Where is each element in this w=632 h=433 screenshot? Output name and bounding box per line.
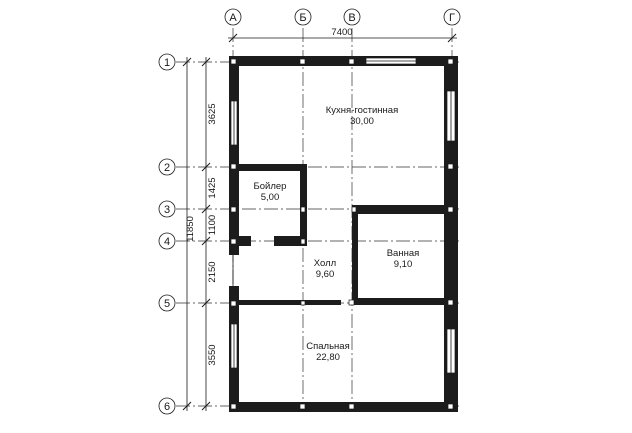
room-labels: Кухня-гостинная 30,00 Бойлер 5,00 Холл 9…: [254, 105, 420, 363]
room-kitchen-living: Кухня-гостинная 30,00: [326, 105, 398, 127]
axis-label-5: 5: [164, 298, 170, 310]
axis-label-4: 4: [164, 236, 170, 248]
axis-marker-1: 1: [158, 53, 176, 71]
room-name: Ванная: [387, 248, 420, 259]
overall-width-dimension: 7400: [331, 27, 352, 38]
axis-marker-g: Г: [443, 8, 461, 26]
window-right-bedroom: [446, 328, 456, 374]
axis-marker-4: 4: [158, 232, 176, 250]
bath-wall-left: [352, 205, 358, 301]
room-area: 30,00: [350, 116, 374, 127]
axis-marker-v: В: [343, 8, 361, 26]
axis-label-3: 3: [164, 204, 170, 216]
boiler-wall-right: [300, 164, 307, 246]
axis-marker-a: А: [224, 8, 242, 26]
window-right-kitchen: [446, 90, 456, 142]
room-area: 22,80: [316, 352, 340, 363]
room-name: Бойлер: [254, 181, 287, 192]
room-boiler: Бойлер 5,00: [254, 181, 287, 203]
axis-marker-3: 3: [158, 200, 176, 218]
outer-wall-bottom: [229, 402, 458, 412]
axis-marker-6: 6: [158, 397, 176, 415]
room-bedroom: Спальная 22,80: [306, 341, 349, 363]
room-name: Кухня-гостинная: [326, 105, 398, 116]
number-axis-markers: 1 2 3 4 5 6: [158, 53, 176, 415]
window-top: [365, 57, 417, 65]
bath-wall-bottom: [352, 298, 444, 305]
window-left-bedroom: [230, 323, 238, 369]
window-left-kitchen: [230, 100, 238, 146]
segment-dimension-3-4: 1100: [207, 215, 218, 235]
room-area: 9,60: [316, 269, 335, 280]
axis-label-2: 2: [164, 162, 170, 174]
outer-wall-left-upper: [229, 56, 239, 255]
overall-height-dimension: 11850: [185, 216, 196, 242]
segment-dimension-2-3: 1425: [207, 177, 218, 198]
room-area: 5,00: [261, 192, 280, 203]
bedroom-wall-top: [239, 300, 341, 305]
outer-wall-right: [444, 56, 458, 412]
windows: [230, 57, 456, 374]
boiler-wall-bottom-right: [274, 236, 307, 246]
letter-axis-markers: А Б В Г: [224, 8, 461, 26]
column-markers: [230, 58, 454, 410]
room-name: Холл: [314, 258, 336, 269]
axis-marker-5: 5: [158, 294, 176, 312]
boiler-wall-top: [239, 164, 307, 171]
segment-dimension-4-5: 2150: [207, 261, 218, 282]
axis-label-a: А: [229, 12, 237, 24]
room-bathroom: Ванная 9,10: [387, 248, 420, 270]
room-name: Спальная: [306, 341, 349, 352]
axis-label-g: Г: [449, 12, 455, 24]
axis-label-v: В: [348, 12, 355, 24]
axis-label-6: 6: [164, 401, 170, 413]
outer-wall-top: [229, 56, 458, 66]
boiler-wall-bottom-left: [239, 236, 251, 246]
bath-wall-top: [352, 205, 444, 214]
segment-dimension-5-6: 3550: [207, 344, 218, 365]
axis-label-b: Б: [299, 12, 306, 24]
room-hall: Холл 9,60: [314, 258, 336, 280]
axis-marker-b: Б: [294, 8, 312, 26]
segment-dimension-1-2: 3625: [207, 103, 218, 124]
dimension-lines: 7400 11850 3625 1425 1100 2150 3550: [182, 27, 457, 411]
axis-label-1: 1: [164, 57, 170, 69]
room-area: 9,10: [394, 259, 413, 270]
axis-marker-2: 2: [158, 158, 176, 176]
